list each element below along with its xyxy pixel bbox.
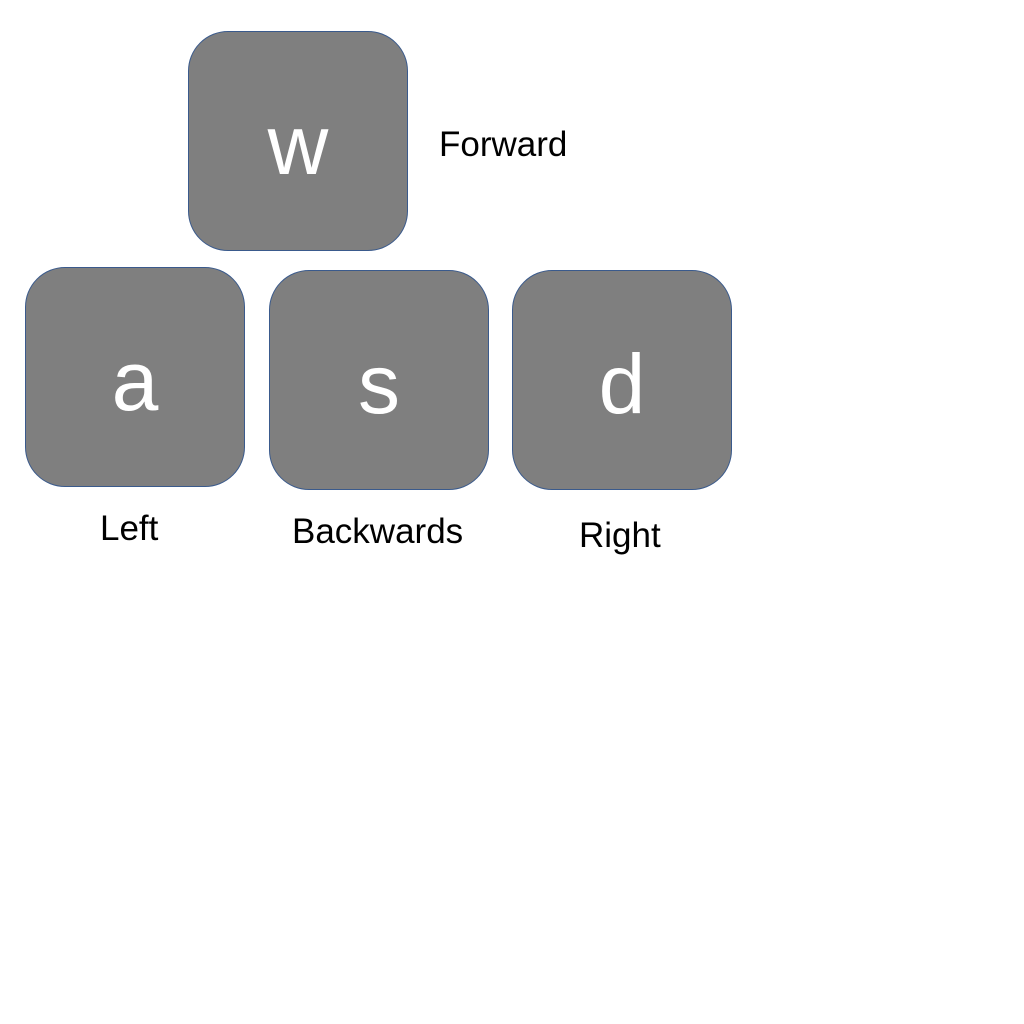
key-a: a: [25, 267, 245, 487]
caption-left: Left: [100, 509, 159, 548]
caption-forward: Forward: [439, 125, 568, 164]
key-a-letter: a: [111, 334, 159, 428]
key-d: d: [512, 270, 732, 490]
key-w-letter: w: [267, 98, 329, 192]
key-w: w: [188, 31, 408, 251]
key-s-letter: s: [358, 337, 400, 431]
key-d-letter: d: [598, 337, 646, 431]
key-s: s: [269, 270, 489, 490]
caption-backwards: Backwards: [292, 512, 464, 551]
caption-right: Right: [579, 516, 661, 555]
